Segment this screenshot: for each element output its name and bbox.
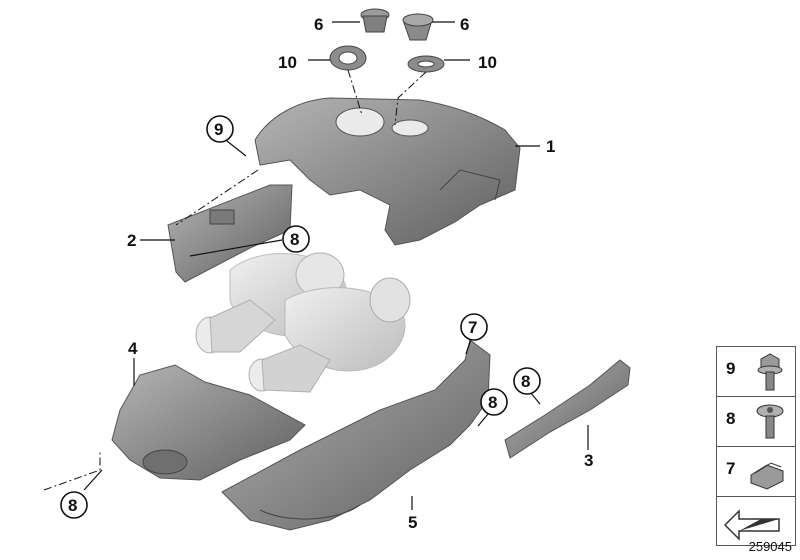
legend-item-7: 7	[716, 446, 796, 496]
small-parts-legend: 9 8 7	[716, 346, 796, 546]
legend-number: 7	[726, 459, 736, 478]
callout-7: 7	[468, 318, 477, 337]
torx-screw-icon	[756, 404, 784, 439]
callout-9-circle	[206, 115, 234, 143]
leader-lines	[83, 21, 589, 510]
callout-9: 9	[214, 120, 223, 139]
arrow-symbol-icon	[723, 509, 780, 541]
callout-8-circle-d	[60, 491, 88, 519]
flange-bolt-icon	[757, 353, 783, 391]
ring-left	[329, 45, 367, 71]
callout-6-left: 6	[314, 15, 323, 34]
callout-2: 2	[127, 231, 136, 250]
callout-8-circle-c	[480, 388, 508, 416]
callout-8-b: 8	[521, 372, 530, 391]
spring-clip-icon	[750, 462, 784, 490]
callout-8-circle-b	[513, 367, 541, 395]
legend-item-9: 9	[716, 346, 796, 396]
callout-5: 5	[408, 513, 417, 532]
centerlines	[43, 69, 427, 491]
callout-7-circle	[460, 313, 488, 341]
callout-3: 3	[584, 451, 593, 470]
turbocharger-illustration	[195, 252, 411, 393]
legend-number: 8	[726, 409, 736, 428]
callout-6-right: 6	[460, 15, 469, 34]
callout-8-circle-a	[282, 225, 310, 253]
legend-number: 9	[726, 359, 736, 378]
callout-8-d: 8	[68, 496, 77, 515]
heat-shield-main	[254, 97, 521, 246]
callout-4: 4	[128, 339, 138, 358]
callout-10-left: 10	[278, 53, 297, 72]
grommet-left	[360, 8, 390, 33]
diagram-code: 259045	[748, 539, 792, 554]
heat-shield-right	[504, 359, 631, 459]
ring-right	[407, 55, 445, 73]
legend-item-arrow	[716, 496, 796, 546]
heat-shield-bracket-left	[167, 184, 293, 283]
callout-8-a: 8	[290, 230, 299, 249]
callout-8-c: 8	[488, 393, 497, 412]
heat-shield-lower-left	[111, 364, 306, 481]
callout-10-right: 10	[478, 53, 497, 72]
callout-1: 1	[546, 137, 555, 156]
grommet-right	[402, 13, 434, 41]
heat-shield-lower-main	[221, 339, 491, 531]
legend-item-8: 8	[716, 396, 796, 446]
